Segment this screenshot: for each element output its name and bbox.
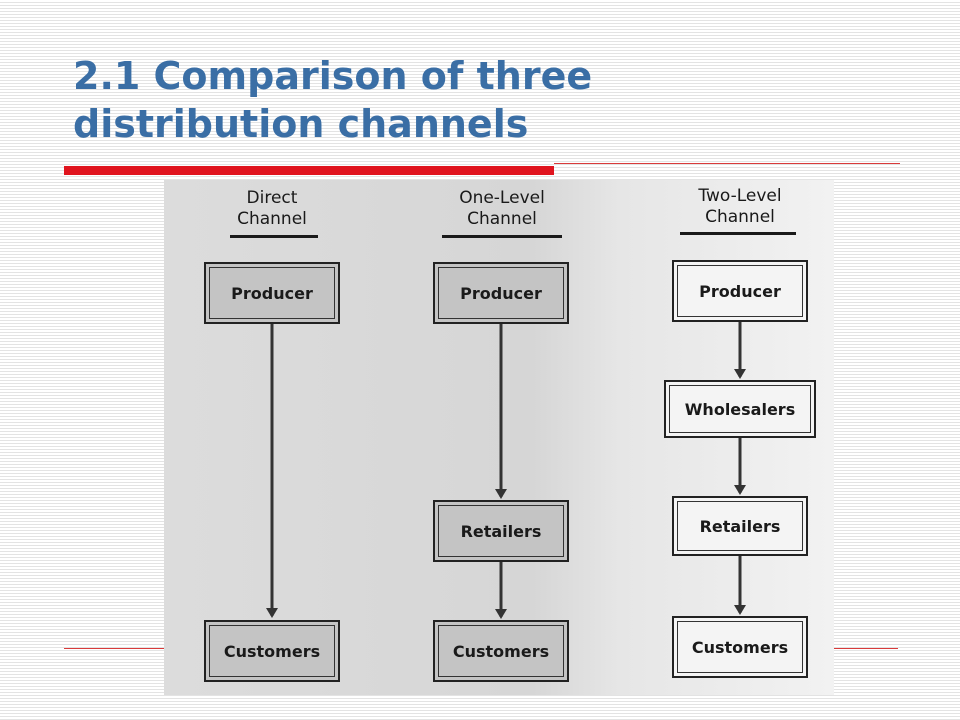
direct-customers-box: Customers xyxy=(204,620,340,682)
title-underline-thin xyxy=(554,163,900,164)
two-level-wholesalers-box: Wholesalers xyxy=(664,380,816,438)
two-level-channel-header-rule xyxy=(680,232,796,235)
distribution-channels-diagram: Direct Channel Producer Customers One-Le… xyxy=(164,180,834,695)
two-level-customers-box: Customers xyxy=(672,616,808,678)
two-level-producer-label: Producer xyxy=(699,281,781,301)
two-level-channel-header-line-2: Channel xyxy=(705,207,775,227)
direct-channel-header-line-2: Channel xyxy=(237,209,307,229)
two-level-wholesalers-label: Wholesalers xyxy=(684,399,796,419)
one-level-retailers-label: Retailers xyxy=(460,521,542,541)
one-level-channel-header: One-Level Channel xyxy=(432,188,572,230)
direct-channel-header-line-1: Direct xyxy=(246,188,298,208)
two-level-retailers-box: Retailers xyxy=(672,496,808,556)
one-level-channel-header-rule xyxy=(442,235,562,238)
channel-arrows xyxy=(266,321,746,619)
two-level-channel-header-line-1: Two-Level xyxy=(698,186,782,206)
slide-title: 2.1 Comparison of three distribution cha… xyxy=(73,52,592,148)
direct-customers-label: Customers xyxy=(223,641,321,661)
slide-title-line-2: distribution channels xyxy=(73,102,529,146)
two-level-customers-label: Customers xyxy=(691,637,789,657)
direct-producer-box: Producer xyxy=(204,262,340,324)
direct-channel-header-rule xyxy=(230,235,318,238)
title-underline-accent xyxy=(64,166,554,175)
one-level-channel-header-line-1: One-Level xyxy=(459,188,545,208)
one-level-customers-label: Customers xyxy=(452,641,550,661)
footer-rule-left xyxy=(64,648,164,649)
one-level-customers-box: Customers xyxy=(433,620,569,682)
two-level-producer-box: Producer xyxy=(672,260,808,322)
one-level-producer-box: Producer xyxy=(433,262,569,324)
one-level-producer-label: Producer xyxy=(460,283,542,303)
footer-rule-right xyxy=(834,648,898,649)
slide-title-line-1: 2.1 Comparison of three xyxy=(73,54,593,98)
direct-channel-header: Direct Channel xyxy=(202,188,342,230)
direct-producer-label: Producer xyxy=(231,283,313,303)
one-level-retailers-box: Retailers xyxy=(433,500,569,562)
two-level-channel-header: Two-Level Channel xyxy=(670,186,810,228)
one-level-channel-header-line-2: Channel xyxy=(467,209,537,229)
two-level-retailers-label: Retailers xyxy=(699,516,781,536)
